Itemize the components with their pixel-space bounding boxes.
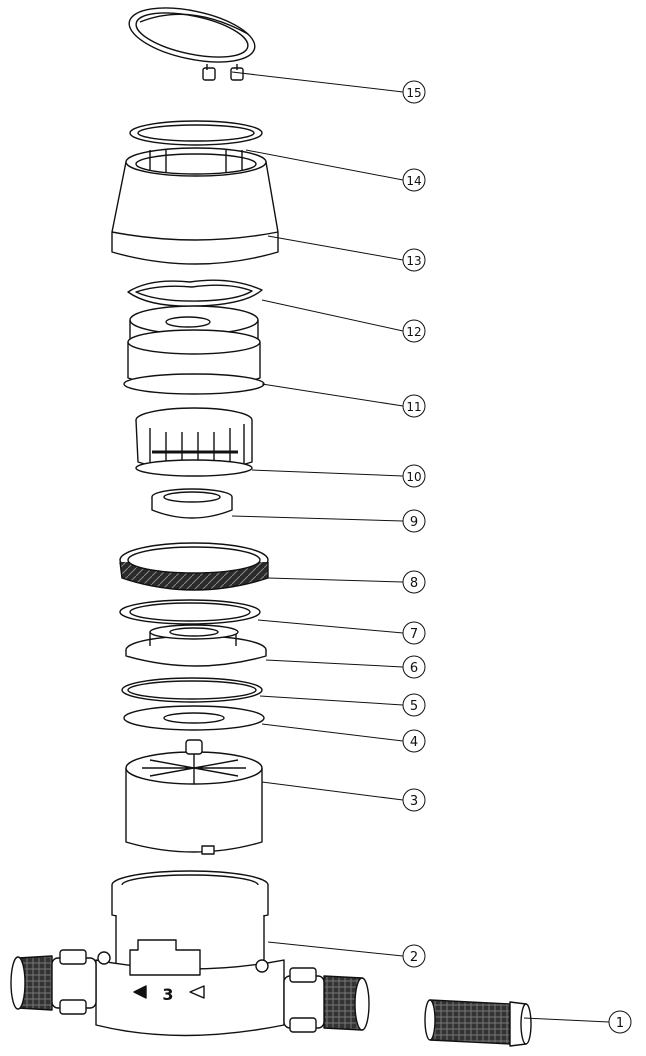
callout-number-15: 15 [406,86,421,100]
leader-line-strainer [523,1017,610,1023]
callout-number-7: 7 [410,627,418,642]
callout-number-14: 14 [406,174,421,188]
leader-line-lid [231,71,404,93]
callout-bubble-10 [402,464,426,488]
part-lid [128,7,256,81]
part-lid-ring [129,120,263,146]
callout-number-2: 2 [410,950,418,965]
leader-line-gear-train [251,469,404,477]
callout-bubble-8 [402,570,426,594]
lid-clip [202,67,216,81]
callout-bubble-12 [402,319,426,343]
callout-bubble-11 [402,394,426,418]
callout-bubble-14 [402,168,426,192]
leader-line-measuring-chamber [261,781,404,801]
callout-bubble-2 [402,944,426,968]
leader-line-upper-gasket [261,299,404,332]
callout-bubble-4 [402,729,426,753]
leader-line-flange-plate [265,659,404,668]
leader-line-magnet-ring [231,515,404,522]
callout-bubble-7 [402,621,426,645]
leader-line-flat-washer [261,723,404,742]
leader-line-cover-shell [267,235,404,261]
callout-number-3: 3 [410,794,418,809]
part-magnet-ring [151,488,233,519]
part-seal-washer [119,599,261,625]
callout-bubble-5 [402,693,426,717]
part-measuring-chamber [125,739,263,855]
leader-line-seal-washer [257,619,404,634]
leader-line-lid-ring [245,149,404,181]
callout-number-10: 10 [406,470,421,484]
callout-bubble-15 [402,80,426,104]
callout-number-9: 9 [410,515,418,530]
leader-lines [231,71,610,1023]
callout-bubble-13 [402,248,426,272]
part-meter-body [10,870,370,1037]
callout-number-4: 4 [410,735,418,750]
callout-number-1: 1 [616,1016,624,1031]
part-o-ring [121,677,263,703]
chamber-spindle [185,739,203,755]
callout-number-8: 8 [410,576,418,591]
callout-number-5: 5 [410,699,418,714]
leader-line-threaded-ring [267,577,404,583]
part-register-housing [123,305,265,395]
callout-bubble-6 [402,655,426,679]
callout-labels: 15 14 13 12 11 10 9 8 7 6 5 4 3 2 1 [402,80,632,1034]
leader-line-meter-body [267,941,404,957]
part-strainer [424,999,532,1047]
part-flat-washer [123,705,265,731]
part-upper-gasket [127,279,263,307]
callout-number-12: 12 [406,325,421,339]
body-flow-mark: 3 [162,985,173,1004]
callout-bubble-9 [402,509,426,533]
leader-line-register-housing [261,383,404,407]
callout-number-6: 6 [410,661,418,676]
leader-line-o-ring [259,695,404,706]
callout-bubble-3 [402,788,426,812]
part-flange-plate [125,624,267,667]
part-threaded-ring [119,542,269,591]
callout-bubble-1 [608,1010,632,1034]
callout-number-11: 11 [406,400,421,414]
part-cover-shell [111,147,279,265]
callout-number-13: 13 [406,254,421,268]
part-gear-train [135,407,253,477]
